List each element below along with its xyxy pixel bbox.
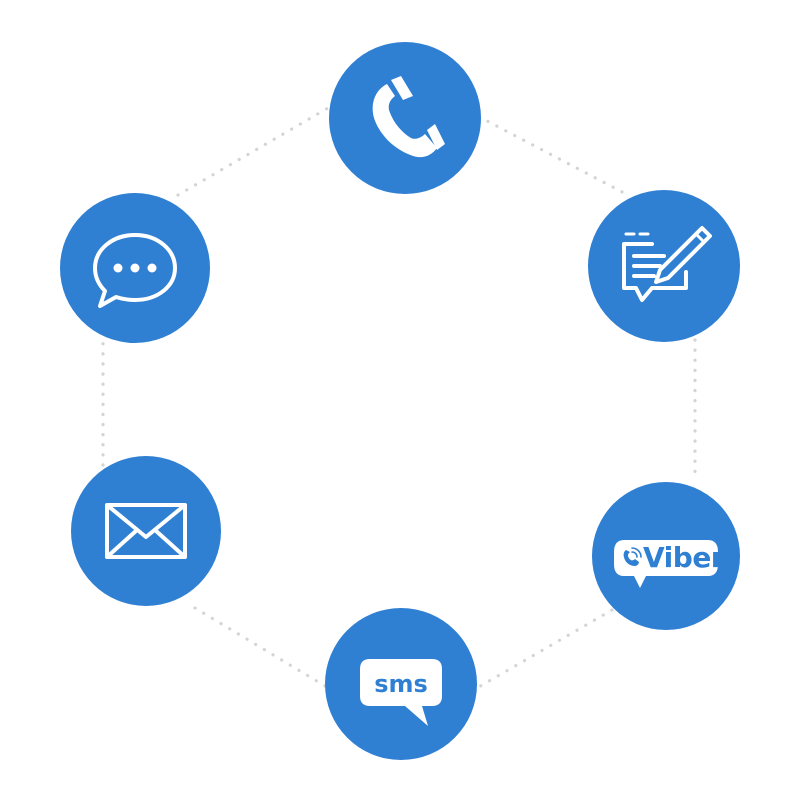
envelope-icon — [105, 503, 187, 559]
phone-icon — [372, 76, 445, 158]
note-node[interactable] — [588, 190, 740, 342]
viber-node[interactable]: Viber — [592, 482, 740, 630]
chat-node[interactable] — [60, 193, 210, 343]
viber-label: Viber — [643, 541, 725, 574]
connector-sms-email — [188, 603, 327, 688]
sms-bubble-icon: sms — [360, 659, 442, 726]
connector-phone-note — [468, 110, 630, 197]
viber-icon: Viber — [614, 540, 725, 588]
phone-node[interactable] — [329, 42, 481, 194]
chat-bubble-icon — [93, 233, 177, 308]
sms-node[interactable]: sms — [325, 608, 477, 760]
viber-phone-glyph — [623, 547, 642, 566]
phone-node-circle[interactable] — [329, 42, 481, 194]
connector-viber-sms — [475, 608, 614, 690]
connector-chat-phone — [176, 106, 330, 197]
sms-label: sms — [374, 670, 428, 698]
connector-ring — [101, 106, 697, 690]
email-node-circle[interactable] — [71, 456, 221, 606]
email-node[interactable] — [71, 456, 221, 606]
note-pen-icon — [622, 226, 712, 302]
